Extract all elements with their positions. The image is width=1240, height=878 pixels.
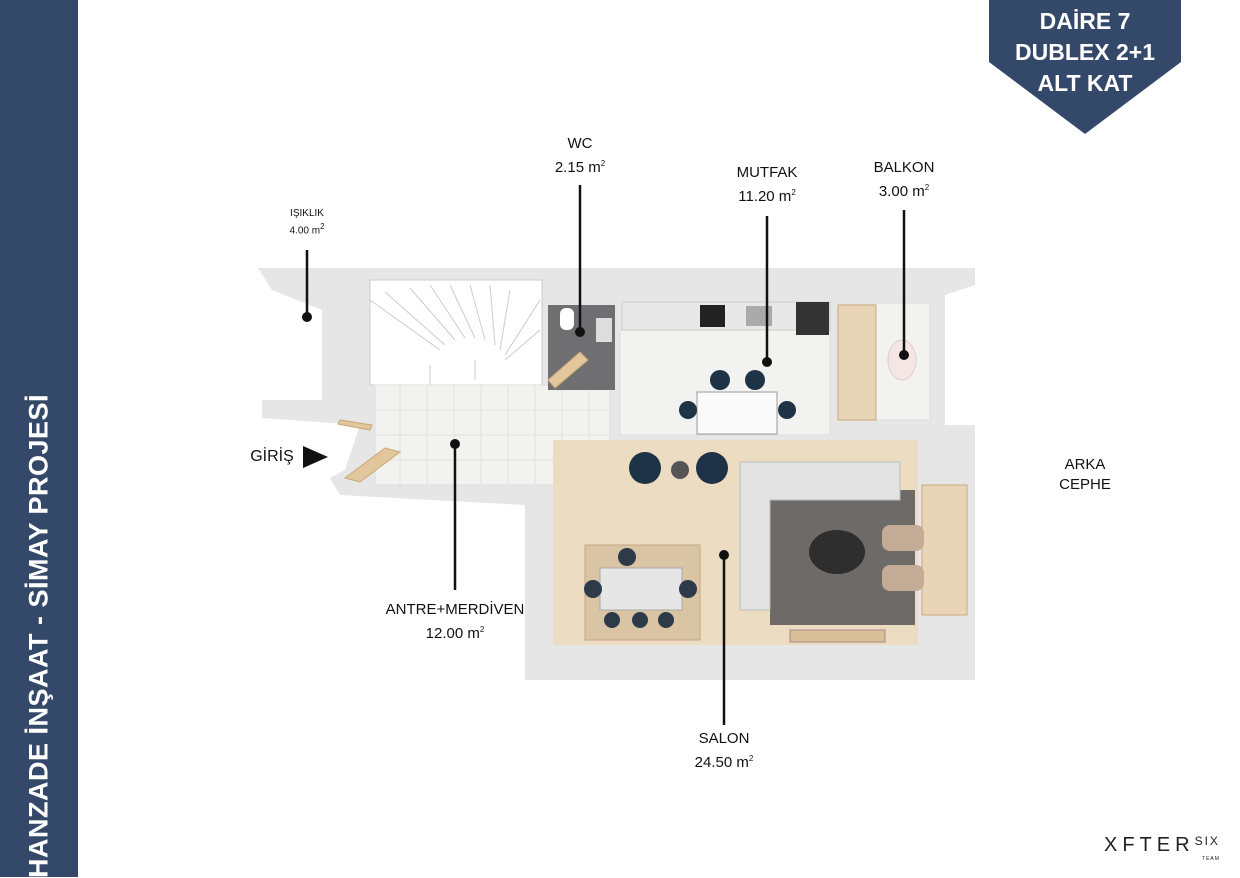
area-value: 2.15 m	[554, 159, 601, 176]
area-exponent: 2	[748, 754, 754, 763]
room-area: 24.50 m2	[695, 749, 754, 773]
leader-lines	[305, 185, 906, 725]
area-value: 12.00 m	[425, 625, 480, 642]
room-area: 12.00 m2	[386, 620, 525, 644]
label-balkon: BALKON 3.00 m2	[874, 158, 935, 202]
room-area: 11.20 m2	[737, 183, 798, 207]
entrance-label: GİRİŞ	[250, 448, 294, 465]
doors	[337, 351, 589, 483]
room-area: 3.00 m2	[874, 178, 935, 202]
armchairs	[882, 525, 924, 591]
label-isiklik: IŞIKLIK 4.00 m2	[289, 207, 324, 237]
sofa	[739, 461, 901, 611]
entry-tile-grid	[375, 385, 610, 485]
sidebar: HANZADE İNŞAAT - SİMAY PROJESİ	[0, 0, 78, 878]
entrance-arrow-icon	[303, 446, 328, 468]
kitchen-sink	[746, 306, 772, 326]
area-exponent: 2	[924, 183, 930, 192]
salon-window	[921, 484, 968, 616]
area-exponent: 2	[791, 188, 796, 197]
leader-dots	[302, 312, 909, 560]
room-name: BALKON	[873, 159, 935, 176]
unit-badge-text: DAİRE 7 DUBLEX 2+1 ALT KAT	[989, 6, 1181, 99]
logo-main: XFTER	[1104, 834, 1195, 856]
area-value: 11.20 m	[738, 188, 792, 205]
rear-facade-line2: CEPHE	[1059, 476, 1111, 493]
rear-facade-label: ARKA CEPHE	[1059, 455, 1111, 495]
label-antre: ANTRE+MERDİVEN 12.00 m2	[386, 600, 525, 644]
area-value: 3.00 m	[878, 183, 925, 200]
room-name: WC	[567, 135, 593, 152]
dining-chairs	[584, 548, 697, 628]
area-value: 4.00 m	[289, 225, 321, 237]
label-mutfak: MUTFAK 11.20 m2	[737, 163, 798, 207]
aftersix-logo: XFTERSIX TEAM	[1104, 834, 1220, 862]
unit-type: DUBLEX 2+1	[1015, 39, 1155, 65]
cooktop	[700, 305, 725, 327]
lounge-chairs	[629, 452, 728, 484]
balcony-table	[887, 339, 917, 381]
area-exponent: 2	[479, 625, 485, 634]
stair-area	[369, 279, 543, 386]
room-area: 4.00 m2	[289, 220, 324, 237]
side-table	[671, 461, 689, 479]
room-area: 2.15 m2	[555, 154, 605, 178]
stair-steps	[369, 284, 541, 385]
coffee-table	[809, 530, 865, 574]
wc-toilet	[560, 308, 574, 330]
kitchen-counter	[621, 301, 831, 331]
label-wc: WC 2.15 m2	[555, 134, 605, 178]
kitchen-chairs	[679, 370, 796, 419]
dining-table	[599, 567, 683, 611]
wc-sink	[596, 318, 612, 342]
area-exponent: 2	[320, 222, 325, 231]
room-name: SALON	[698, 730, 750, 747]
unit-number: DAİRE 7	[1039, 8, 1131, 34]
logo-suffix: SIX	[1194, 834, 1220, 848]
rear-facade-line1: ARKA	[1064, 456, 1106, 473]
logo-sub: TEAM	[1202, 856, 1220, 862]
room-name: ANTRE+MERDİVEN	[385, 601, 525, 618]
label-salon: SALON 24.50 m2	[695, 729, 754, 773]
tv-unit	[789, 629, 886, 643]
unit-floor: ALT KAT	[1037, 70, 1133, 96]
area-value: 24.50 m	[694, 754, 749, 771]
balcony-door	[837, 304, 877, 421]
unit-badge	[989, 0, 1181, 134]
room-name: IŞIKLIK	[290, 208, 324, 219]
fridge	[796, 302, 829, 335]
area-exponent: 2	[600, 159, 606, 168]
room-name: MUTFAK	[736, 164, 798, 181]
kitchen-table	[696, 391, 778, 435]
